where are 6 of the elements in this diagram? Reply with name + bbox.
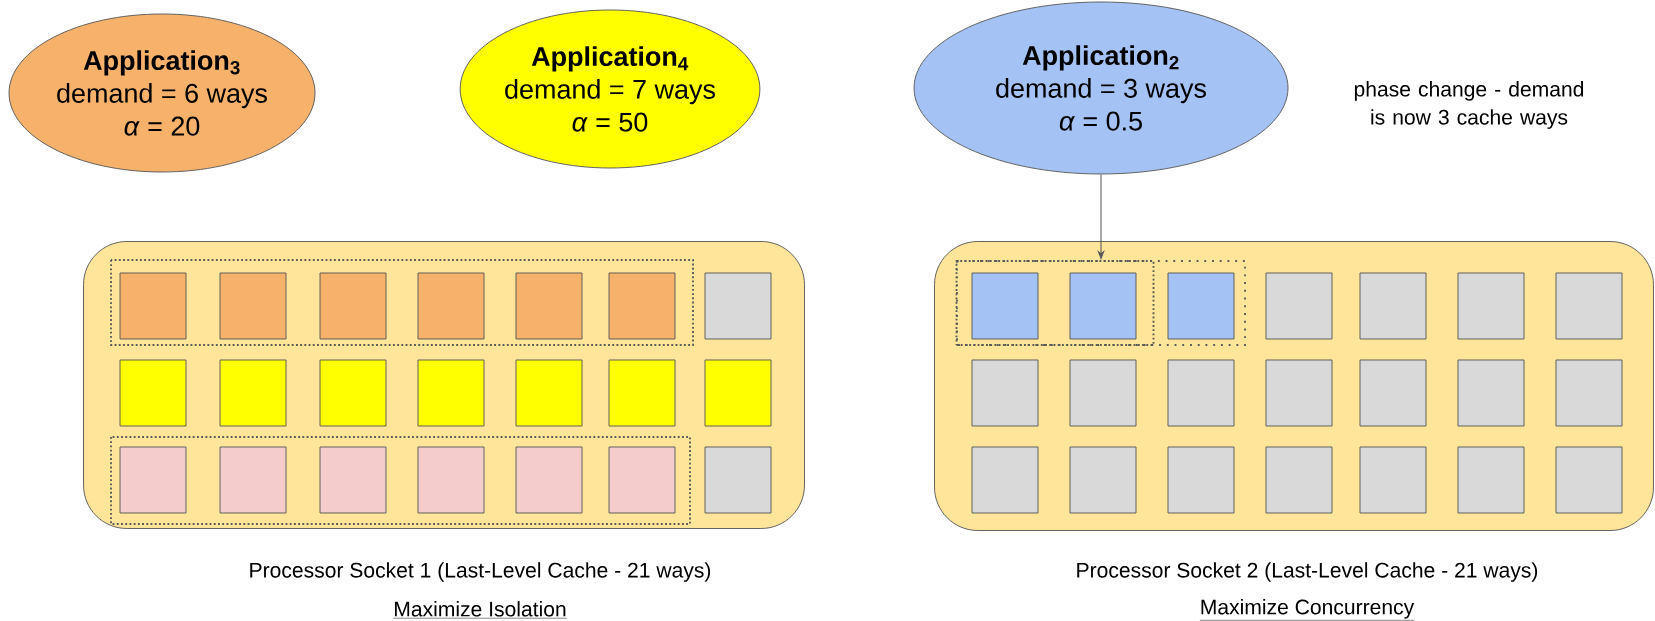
- node-label: Maximize Concurrency: [1199, 599, 1415, 621]
- node-label: Maximize Isolation: [393, 601, 567, 619]
- node-label: Processor Socket 1 (Last-Level Cache - 21 ways): [250, 562, 711, 582]
- dotted-group-box: [955, 260, 1155, 346]
- node-label: Processor Socket 2 (Last-Level Cache - 21 ways): [1077, 562, 1538, 582]
- note: phase change - demand is now 3 cache ways: [1354, 81, 1584, 129]
